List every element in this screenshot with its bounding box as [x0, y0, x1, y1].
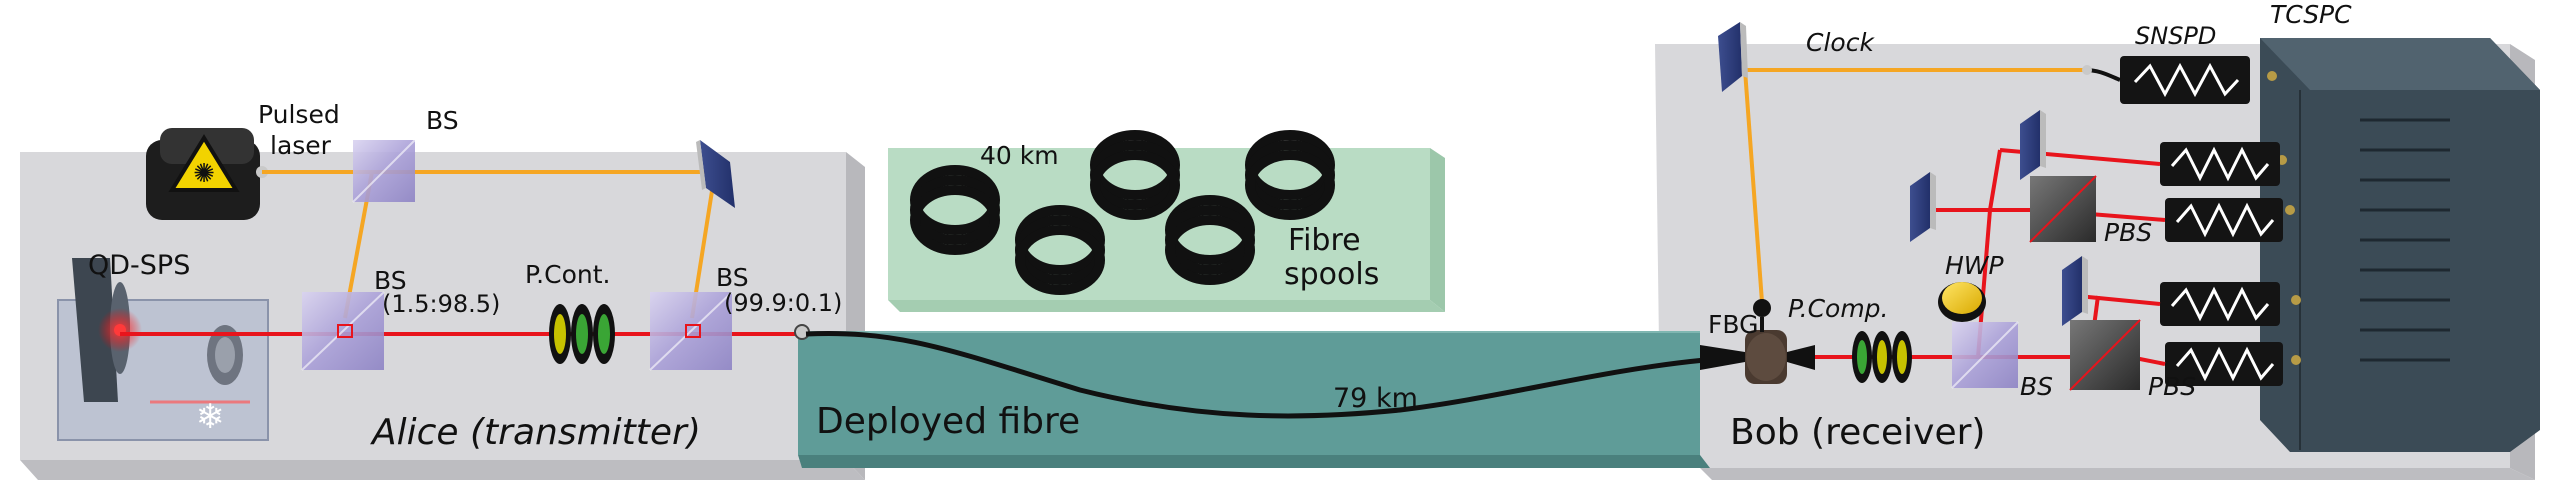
half-wave-plate — [1938, 282, 1986, 322]
tcspc-label: TCSPC — [2270, 0, 2352, 29]
pbs-bottom-label: PBS — [2148, 372, 2197, 401]
bs-right-label: BS — [716, 263, 749, 292]
fibre-spool-4 — [1165, 195, 1255, 285]
fibre-spool-coils — [910, 130, 1335, 295]
laser-label-line1: Pulsed — [258, 100, 340, 129]
beam-splitter-left — [301, 291, 385, 371]
beam-splitter-right — [649, 291, 733, 371]
fibre-spool-2 — [1015, 205, 1105, 295]
fbg-label: FBG — [1708, 310, 1759, 339]
bs-top-label: BS — [426, 106, 459, 135]
bob-title: Bob (receiver) — [1730, 412, 1986, 453]
pcont-label: P.Cont. — [525, 260, 611, 289]
beam-splitter-top — [352, 139, 416, 203]
deployed-fibre-cable — [805, 331, 1706, 419]
snspd-5 — [2165, 342, 2283, 386]
snspd-detectors — [2120, 56, 2283, 386]
svg-text:✺: ✺ — [193, 159, 215, 189]
quantum-dot-source: ❄ — [57, 258, 269, 441]
deployed-fibre-channel — [798, 332, 1700, 455]
bs-left-label: BS — [374, 266, 407, 295]
snspd-2 — [2160, 142, 2280, 186]
svg-text:❄: ❄ — [196, 397, 225, 437]
mirror-alice — [696, 140, 735, 208]
polarization-compensator — [1852, 331, 1912, 383]
pcomp-label: P.Comp. — [1788, 294, 1889, 323]
fibre-spool-1 — [910, 165, 1000, 255]
snspd-label: SNSPD — [2135, 22, 2217, 50]
bs-left-ratio: (1.5:98.5) — [382, 290, 501, 318]
spool-label-line1: Fibre — [1288, 223, 1361, 258]
mirror-bob-1 — [2020, 110, 2046, 180]
bs-right-ratio: (99.9:0.1) — [724, 289, 843, 317]
polarizing-beam-splitter-bottom — [2069, 319, 2141, 391]
spool-length-label: 40 km — [980, 141, 1059, 170]
spool-label-line2: spools — [1284, 257, 1380, 292]
fibre-length-label: 79 km — [1333, 383, 1418, 414]
mirror-bob-2 — [1910, 172, 1936, 242]
fibre-spool-3 — [1090, 130, 1180, 220]
mirror-bob-clock — [1718, 22, 1748, 92]
pulsed-laser: ✺ — [146, 128, 268, 220]
snspd-4 — [2160, 282, 2280, 326]
beam-splitter-bob — [1951, 321, 2019, 389]
bs-bob-label: BS — [2020, 372, 2054, 401]
laser-label-line2: laser — [270, 131, 331, 160]
snspd-3 — [2165, 198, 2283, 242]
fibre-spool-5 — [1245, 130, 1335, 220]
clock-line — [1743, 68, 2085, 303]
clock-label: Clock — [1806, 28, 1874, 57]
hwp-label: HWP — [1945, 251, 2004, 280]
polarizing-beam-splitter-top — [2029, 175, 2097, 243]
source-label: QD-SPS — [88, 250, 191, 281]
mirror-bob-3 — [2062, 256, 2088, 326]
tcspc-module — [2260, 38, 2540, 452]
polarization-controller — [549, 304, 615, 364]
alice-title: Alice (transmitter) — [372, 412, 701, 453]
fiber-bragg-grating — [1700, 299, 1815, 384]
snspd-1 — [2120, 56, 2250, 104]
deployed-fibre-label: Deployed fibre — [816, 401, 1081, 442]
pbs-top-label: PBS — [2104, 218, 2153, 247]
